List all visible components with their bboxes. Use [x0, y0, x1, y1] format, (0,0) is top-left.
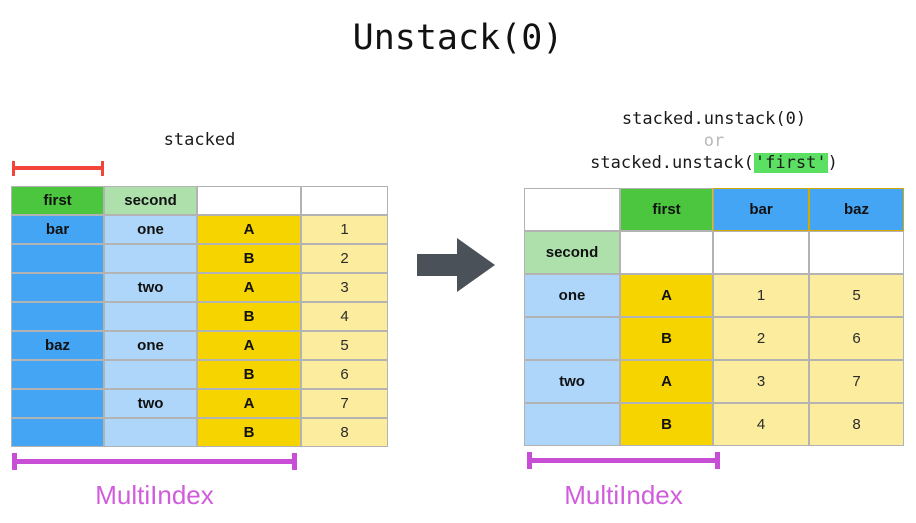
right-value-cell: 2 — [713, 317, 809, 360]
left-value-cell: 4 — [301, 302, 388, 331]
left-index-first-cell — [11, 389, 104, 418]
left-multiindex-bracket-bar — [12, 459, 297, 464]
right-index-third-cell: B — [620, 403, 713, 446]
left-index-third-cell: A — [197, 331, 301, 360]
left-header-cell — [197, 186, 301, 215]
left-index-third-cell: B — [197, 244, 301, 273]
right-index-second-cell — [524, 317, 620, 360]
right-header-col-cell — [524, 188, 620, 231]
caption-prefix: stacked.unstack( — [590, 153, 754, 173]
right-value-cell: 4 — [713, 403, 809, 446]
left-value-cell: 3 — [301, 273, 388, 302]
left-index-third-cell: A — [197, 389, 301, 418]
right-table-caption: stacked.unstack(0) or stacked.unstack('f… — [524, 108, 904, 174]
right-header-col-cell: first — [620, 188, 713, 231]
left-index-third-cell: B — [197, 418, 301, 447]
left-index-third-cell: B — [197, 302, 301, 331]
left-index-first-cell — [11, 302, 104, 331]
right-value-cell: 7 — [809, 360, 904, 403]
right-index-third-cell: A — [620, 360, 713, 403]
right-index-second-cell: two — [524, 360, 620, 403]
left-multiindex-label: MultiIndex — [95, 480, 214, 510]
right-multiindex-bracket — [527, 452, 720, 470]
right-value-cell: 8 — [809, 403, 904, 446]
right-header-index-cell: second — [524, 231, 620, 274]
left-header-cell — [301, 186, 388, 215]
left-multiindex-bracket-right-cap — [292, 453, 297, 470]
right-value-cell: 1 — [713, 274, 809, 317]
right-arrow-icon — [417, 238, 495, 292]
right-value-cell: 5 — [809, 274, 904, 317]
right-index-second-cell: one — [524, 274, 620, 317]
left-multiindex-bracket — [12, 453, 297, 471]
left-table-caption: stacked — [163, 130, 236, 150]
left-index-second-cell: two — [104, 389, 197, 418]
right-multiindex-bracket-right-cap — [715, 452, 720, 469]
left-index-second-cell: one — [104, 215, 197, 244]
left-header-cell: first — [11, 186, 104, 215]
right-header-col-cell: bar — [713, 188, 809, 231]
right-multiindex-label: MultiIndex — [564, 480, 683, 510]
left-index-first-cell — [11, 360, 104, 389]
red-bracket-bar — [12, 166, 104, 170]
red-bracket-right-cap — [101, 161, 104, 176]
left-index-first-cell: bar — [11, 215, 104, 244]
left-value-cell: 5 — [301, 331, 388, 360]
right-multiindex-bracket-bar — [527, 458, 720, 463]
left-index-second-cell: one — [104, 331, 197, 360]
right-header-index-cell — [809, 231, 904, 274]
right-index-second-cell — [524, 403, 620, 446]
left-index-second-cell: two — [104, 273, 197, 302]
left-value-cell: 7 — [301, 389, 388, 418]
right-header-index-cell — [713, 231, 809, 274]
right-index-third-cell: A — [620, 274, 713, 317]
left-value-cell: 6 — [301, 360, 388, 389]
left-index-second-cell — [104, 360, 197, 389]
right-value-cell: 6 — [809, 317, 904, 360]
left-index-first-cell — [11, 273, 104, 302]
left-index-first-cell — [11, 244, 104, 273]
caption-unstack-first: stacked.unstack('first') — [524, 152, 904, 174]
left-index-third-cell: A — [197, 273, 301, 302]
caption-suffix: ) — [827, 153, 838, 173]
caption-arg-highlight: 'first' — [753, 153, 828, 173]
left-index-second-cell — [104, 418, 197, 447]
right-index-third-cell: B — [620, 317, 713, 360]
right-value-cell: 3 — [713, 360, 809, 403]
left-value-cell: 1 — [301, 215, 388, 244]
red-bracket-first-level — [12, 160, 104, 177]
right-header-col-cell: baz — [809, 188, 904, 231]
left-index-third-cell: B — [197, 360, 301, 389]
left-index-first-cell: baz — [11, 331, 104, 360]
left-index-second-cell — [104, 302, 197, 331]
left-index-second-cell — [104, 244, 197, 273]
left-header-cell: second — [104, 186, 197, 215]
left-value-cell: 8 — [301, 418, 388, 447]
left-index-third-cell: A — [197, 215, 301, 244]
left-value-cell: 2 — [301, 244, 388, 273]
right-header-index-cell — [620, 231, 713, 274]
page-title: Unstack(0) — [352, 18, 564, 58]
left-index-first-cell — [11, 418, 104, 447]
caption-unstack-zero: stacked.unstack(0) — [621, 109, 807, 129]
caption-or: or — [703, 131, 725, 151]
